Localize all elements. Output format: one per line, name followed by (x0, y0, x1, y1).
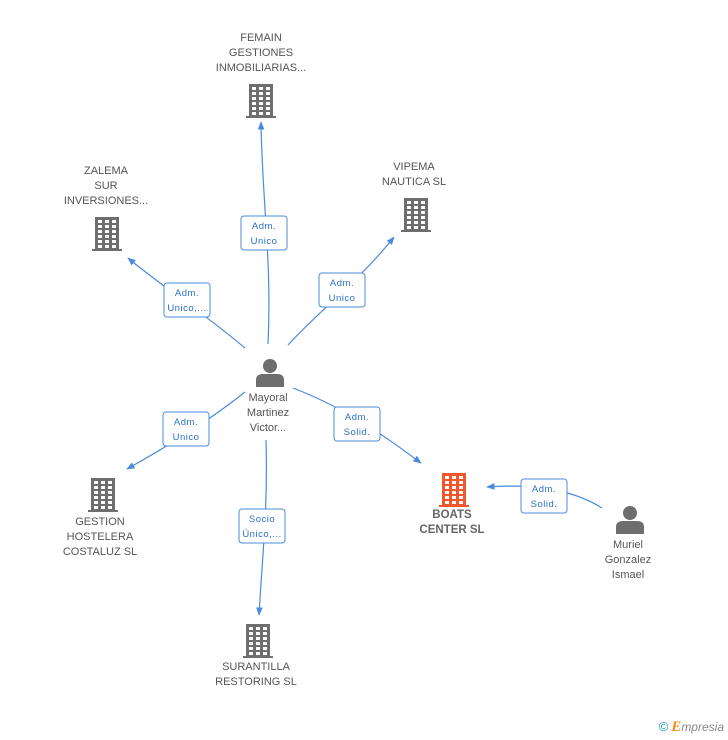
empresia-credit[interactable]: ©Empresia (659, 719, 724, 736)
building-icon (401, 198, 431, 232)
relation-label-text: Adm. (345, 412, 369, 423)
relation-label-text: Solid. (344, 427, 371, 438)
node-label: Victor... (250, 422, 286, 434)
node-label: SUR (94, 180, 117, 192)
relation-label-text: Adm. (252, 221, 276, 232)
relation-edge-boats-mayoral[interactable]: Adm. Solid. (292, 387, 422, 464)
company-node-surantilla[interactable]: SURANTILLA RESTORING SL (215, 624, 297, 688)
node-label: GESTION (75, 516, 125, 528)
relation-label-text: Socio (249, 514, 275, 525)
relation-label-box (333, 406, 381, 442)
relation-edge-surantilla[interactable]: SocioÚnico,... (238, 439, 286, 616)
building-icon (243, 624, 273, 658)
relation-label-text: Unico (173, 432, 200, 443)
node-label: NAUTICA SL (382, 176, 446, 188)
brand-logo-text: mpresia (681, 720, 724, 734)
building-icon (439, 473, 469, 507)
company-node-gestion[interactable]: GESTION HOSTELERA COSTALUZ SL (63, 478, 137, 558)
relation-edge-boats-muriel[interactable]: Adm. Solid. (486, 478, 603, 514)
relation-label-text: Solid. (531, 499, 558, 510)
company-node-vipema[interactable]: VIPEMA NAUTICA SL (382, 161, 446, 232)
person-icon (616, 506, 644, 534)
node-label: COSTALUZ SL (63, 546, 137, 558)
building-icon (92, 217, 122, 251)
node-label: Mayoral (248, 392, 287, 404)
node-label: GESTIONES (229, 47, 293, 59)
building-icon (246, 84, 276, 118)
relation-edge-gestion[interactable]: Adm. Unico (126, 391, 246, 470)
relation-label-text: Unico,... (167, 303, 206, 314)
relation-label-text: Adm. (330, 278, 354, 289)
node-label: ZALEMA (84, 165, 129, 177)
relation-label-text: Unico (251, 236, 278, 247)
node-label: INVERSIONES... (64, 195, 148, 207)
relation-label-box (520, 478, 568, 514)
building-icon (88, 478, 118, 512)
relation-edge-vipema[interactable]: Adm. Unico (287, 236, 395, 346)
node-label: Ismael (612, 569, 644, 581)
person-icon (256, 359, 284, 387)
node-label: CENTER SL (419, 524, 484, 536)
relation-edge-femain[interactable]: Adm. Unico (240, 121, 288, 345)
company-node-zalema[interactable]: ZALEMA SUR INVERSIONES... (64, 165, 148, 251)
node-label: VIPEMA (393, 161, 435, 173)
relation-label-text: Unico (329, 293, 356, 304)
node-label: FEMAIN (240, 32, 282, 44)
company-node-boats[interactable]: BOATS CENTER SL (419, 473, 485, 536)
relation-label-box (238, 508, 286, 544)
relation-label-box (163, 282, 211, 318)
brand-logo-letter: E (671, 719, 682, 735)
relation-edge-zalema[interactable]: Adm. Unico,... (127, 257, 246, 349)
person-node-mayoral[interactable]: MayoralMartinezVictor... (247, 359, 289, 434)
node-label: RESTORING SL (215, 676, 297, 688)
node-label: Martinez (247, 407, 289, 419)
relation-label-text: Adm. (532, 484, 556, 495)
relation-label-box (318, 272, 366, 308)
company-node-femain[interactable]: FEMAIN GESTIONES INMOBILIARIAS... (216, 32, 306, 118)
node-label: HOSTELERA (67, 531, 134, 543)
relation-label-box (162, 411, 210, 447)
node-label: SURANTILLA (222, 661, 291, 673)
relation-label-text: Único,... (242, 529, 281, 540)
copyright-symbol: © (658, 719, 669, 734)
node-label: INMOBILIARIAS... (216, 62, 306, 74)
node-label: Gonzalez (605, 554, 651, 566)
relation-label-box (240, 215, 288, 251)
node-label: Muriel (613, 539, 643, 551)
node-label: BOATS (432, 509, 472, 521)
relation-label-text: Adm. (175, 288, 199, 299)
relation-label-text: Adm. (174, 417, 198, 428)
